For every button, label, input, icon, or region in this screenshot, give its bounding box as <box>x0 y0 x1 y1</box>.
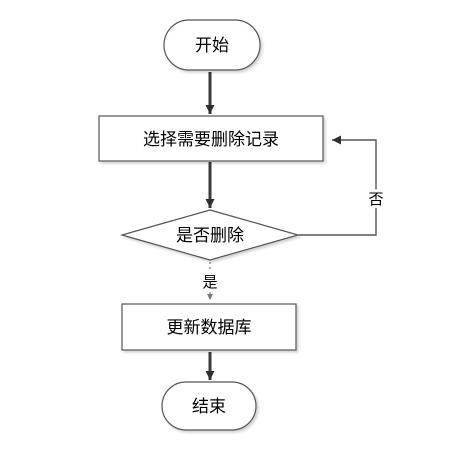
end-terminator-shape <box>161 381 257 431</box>
node-select-records: 选择需要删除记录 <box>98 115 324 162</box>
update-database-label: 更新数据库 <box>167 318 252 338</box>
node-end: 结束 <box>161 381 257 431</box>
start-label: 开始 <box>195 36 229 56</box>
edge-label-no: 否 <box>368 190 383 208</box>
edge-label-yes: 是 <box>202 273 217 291</box>
select-records-label: 选择需要删除记录 <box>143 130 279 150</box>
end-label: 结束 <box>192 397 226 417</box>
start-terminator-shape <box>163 19 261 71</box>
edge-decision-yes: 是 <box>199 262 221 300</box>
decision-diamond-shape <box>119 209 301 261</box>
update-process-shape <box>121 303 297 351</box>
edge-decision-no: 否 <box>298 135 387 236</box>
node-update-database: 更新数据库 <box>121 303 297 351</box>
select-process-shape <box>98 115 324 162</box>
decision-label: 是否删除 <box>176 226 244 246</box>
node-start: 开始 <box>163 19 261 71</box>
node-delete-decision: 是否删除 <box>119 209 301 261</box>
